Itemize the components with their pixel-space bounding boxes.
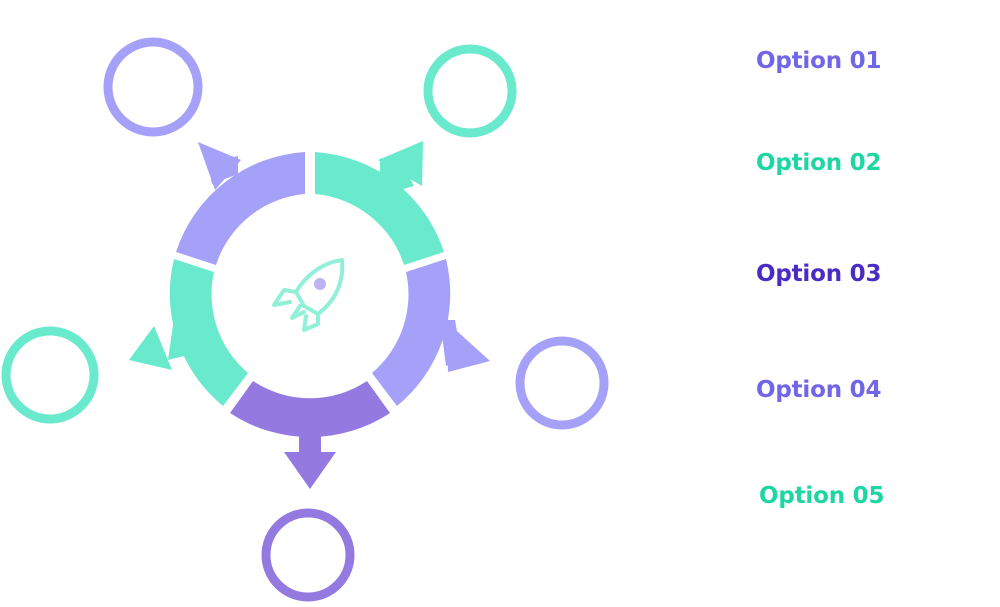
option-05-label: Option 05 bbox=[759, 483, 885, 509]
circle-option-05 bbox=[1, 326, 99, 424]
circle-option-01 bbox=[103, 37, 203, 137]
ring-segment-left bbox=[169, 259, 248, 406]
ring-segment-top-right bbox=[315, 152, 444, 265]
option-03-label: Option 03 bbox=[756, 261, 882, 287]
option-04-label: Option 04 bbox=[756, 377, 882, 403]
ring-segment-top-left bbox=[176, 152, 305, 265]
arrow-left-head bbox=[129, 326, 172, 370]
circle-option-04 bbox=[261, 508, 355, 602]
rocket-icon bbox=[272, 258, 345, 332]
arrow-right-head bbox=[447, 322, 490, 372]
ring-segment-bottom bbox=[230, 381, 390, 438]
ring-segment-right bbox=[372, 259, 451, 406]
circle-option-03 bbox=[515, 336, 609, 430]
arrow-bottom bbox=[299, 424, 321, 456]
arrow-left bbox=[168, 318, 187, 360]
arrow-top-left-head bbox=[198, 142, 241, 190]
arrow-top-right-head bbox=[378, 141, 423, 186]
circle-option-02 bbox=[423, 44, 517, 138]
option-01-label: Option 01 bbox=[756, 48, 882, 74]
option-02-label: Option 02 bbox=[756, 150, 882, 176]
arrow-bottom-head bbox=[284, 452, 336, 489]
